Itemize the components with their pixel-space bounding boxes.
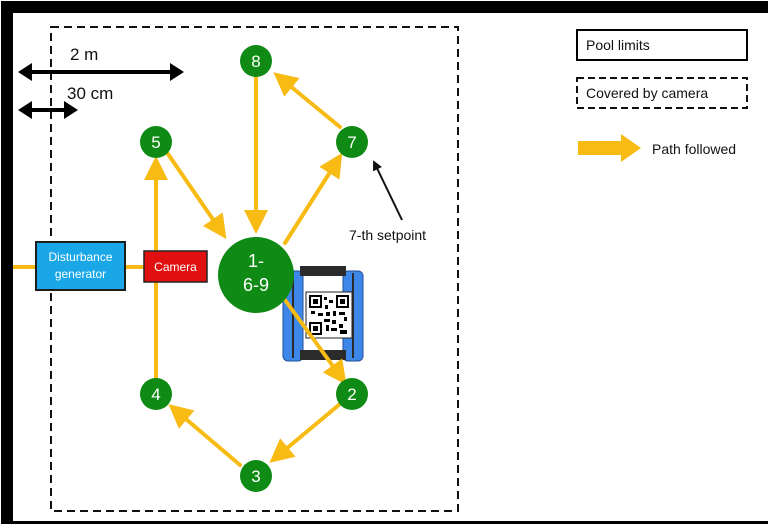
legend-pool-limits-swatch xyxy=(576,29,748,61)
setpoint-8-label: 8 xyxy=(251,52,260,71)
robot-icon xyxy=(282,266,364,362)
setpoint-4-label: 4 xyxy=(151,385,160,404)
dimension-30cm-label: 30 cm xyxy=(67,84,113,103)
legend-covered-swatch xyxy=(576,77,748,109)
setpoint-center: 1- 6-9 xyxy=(218,237,294,313)
camera-box xyxy=(143,250,208,283)
legend-pool-limits-label: Pool limits xyxy=(586,37,650,53)
setpoint-7-label: 7 xyxy=(347,133,356,152)
setpoint-center-label-line2: 6-9 xyxy=(243,275,269,295)
setpoint-center-label-line1: 1- xyxy=(248,251,264,271)
path-segment-3-to-4 xyxy=(168,404,242,467)
dimension-30cm: 30 cm xyxy=(18,84,113,119)
legend: Pool limits Covered by camera Path follo… xyxy=(576,29,748,162)
qr-code-icon xyxy=(309,295,349,335)
setpoint-4: 4 xyxy=(140,378,172,410)
legend-path-label: Path followed xyxy=(652,141,736,157)
path-segment-5-to-center xyxy=(166,152,227,239)
dimension-2m: 2 m xyxy=(18,45,184,81)
legend-covered-label: Covered by camera xyxy=(586,85,708,101)
setpoint-5-label: 5 xyxy=(151,133,160,152)
path-followed xyxy=(144,72,347,467)
path-segment-2-to-3 xyxy=(269,402,342,463)
setpoint-5: 5 xyxy=(140,126,172,158)
annotation-label: 7-th setpoint xyxy=(349,227,426,243)
setpoint-8: 8 xyxy=(240,45,272,77)
setpoint-7: 7 xyxy=(336,126,368,158)
disturbance-generator-label-line1: Disturbance xyxy=(48,250,112,264)
setpoint-2-label: 2 xyxy=(347,385,356,404)
path-segment-center-to-7 xyxy=(283,152,343,245)
annotation-pointer-arrow xyxy=(372,160,403,221)
path-segment-center-to-2 xyxy=(283,298,347,385)
setpoint-3: 3 xyxy=(240,460,272,492)
setpoint-3-label: 3 xyxy=(251,467,260,486)
legend-path-arrow-icon xyxy=(578,134,641,162)
path-segment-7-to-8 xyxy=(273,72,342,129)
disturbance-generator-label-line2: generator xyxy=(55,267,106,281)
dimension-2m-label: 2 m xyxy=(70,45,98,64)
disturbance-generator-box xyxy=(35,241,126,291)
camera-label: Camera xyxy=(154,260,197,274)
setpoint-2: 2 xyxy=(336,378,368,410)
